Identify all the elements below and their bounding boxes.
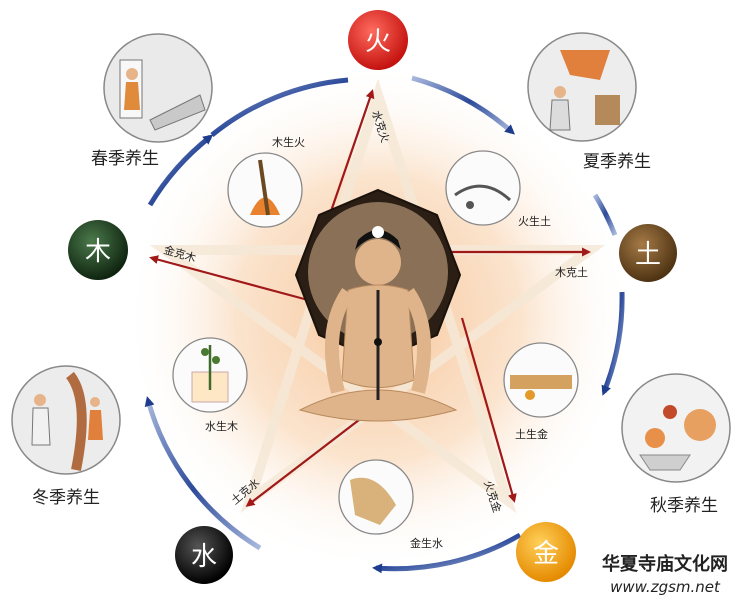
ring-arc-spring-fire bbox=[210, 77, 349, 137]
watermark-url: www.zgsm.net bbox=[610, 578, 721, 596]
spring-label: 春季养生 bbox=[91, 149, 159, 169]
generation-earth-metal-illustration bbox=[503, 342, 579, 418]
control-arrows bbox=[149, 89, 591, 507]
wood-char: 木 bbox=[85, 237, 111, 267]
earth-ball bbox=[619, 224, 677, 282]
ring-arc-fire-summer bbox=[411, 75, 515, 135]
gen-label-earth-metal: 土生金 bbox=[515, 427, 548, 441]
ring-arc-earth-autumn bbox=[601, 291, 625, 396]
season-winter-illustration bbox=[11, 365, 121, 475]
ring-arc-wood-spring bbox=[147, 134, 214, 207]
fire-ball bbox=[348, 10, 408, 70]
generation-wood-fire-illustration bbox=[227, 152, 303, 228]
element-fire: 火 bbox=[348, 10, 408, 70]
generation-cycle-ring bbox=[144, 75, 625, 574]
generation-metal-water-illustration bbox=[338, 459, 414, 535]
ring-arc-water-winter bbox=[144, 396, 262, 551]
fire-char: 火 bbox=[365, 27, 391, 57]
generation-water-wood-illustration bbox=[172, 337, 248, 413]
earth-char: 土 bbox=[635, 240, 661, 270]
autumn-label: 秋季养生 bbox=[650, 496, 718, 516]
meditating-figure bbox=[294, 188, 462, 422]
ring-arc-metal bbox=[372, 532, 522, 574]
element-earth: 土 bbox=[619, 224, 677, 282]
ring-arc-summer-earth bbox=[592, 193, 618, 236]
gen-label-fire-earth: 火生土 bbox=[518, 214, 551, 228]
generation-fire-earth-illustration bbox=[445, 150, 521, 226]
watermark-site-name: 华夏寺庙文化网 bbox=[602, 553, 728, 575]
wood-ball bbox=[68, 220, 128, 280]
gen-label-wood-fire: 木生火 bbox=[272, 135, 305, 149]
gen-label-metal-water: 金生水 bbox=[410, 536, 443, 550]
water-ball bbox=[175, 526, 233, 584]
gen-label-water-wood: 水生木 bbox=[205, 419, 238, 433]
arrow-fire-controls-metal bbox=[460, 317, 517, 503]
season-summer-illustration bbox=[527, 32, 637, 142]
arrow-earth-controls-water bbox=[245, 409, 373, 507]
summer-label: 夏季养生 bbox=[583, 152, 651, 172]
ctrl-label-wood-earth: 木克土 bbox=[555, 266, 588, 279]
metal-char: 金 bbox=[533, 539, 559, 569]
metal-ball bbox=[516, 522, 576, 582]
element-water: 水 bbox=[175, 526, 233, 584]
water-char: 水 bbox=[191, 542, 217, 572]
element-metal: 金 bbox=[516, 522, 576, 582]
arrow-water-controls-fire bbox=[326, 89, 375, 221]
arrow-metal-controls-wood bbox=[149, 255, 309, 302]
season-spring-illustration bbox=[103, 33, 213, 143]
winter-label: 冬季养生 bbox=[32, 488, 100, 508]
season-autumn-illustration bbox=[621, 373, 731, 483]
element-wood: 木 bbox=[68, 220, 128, 280]
